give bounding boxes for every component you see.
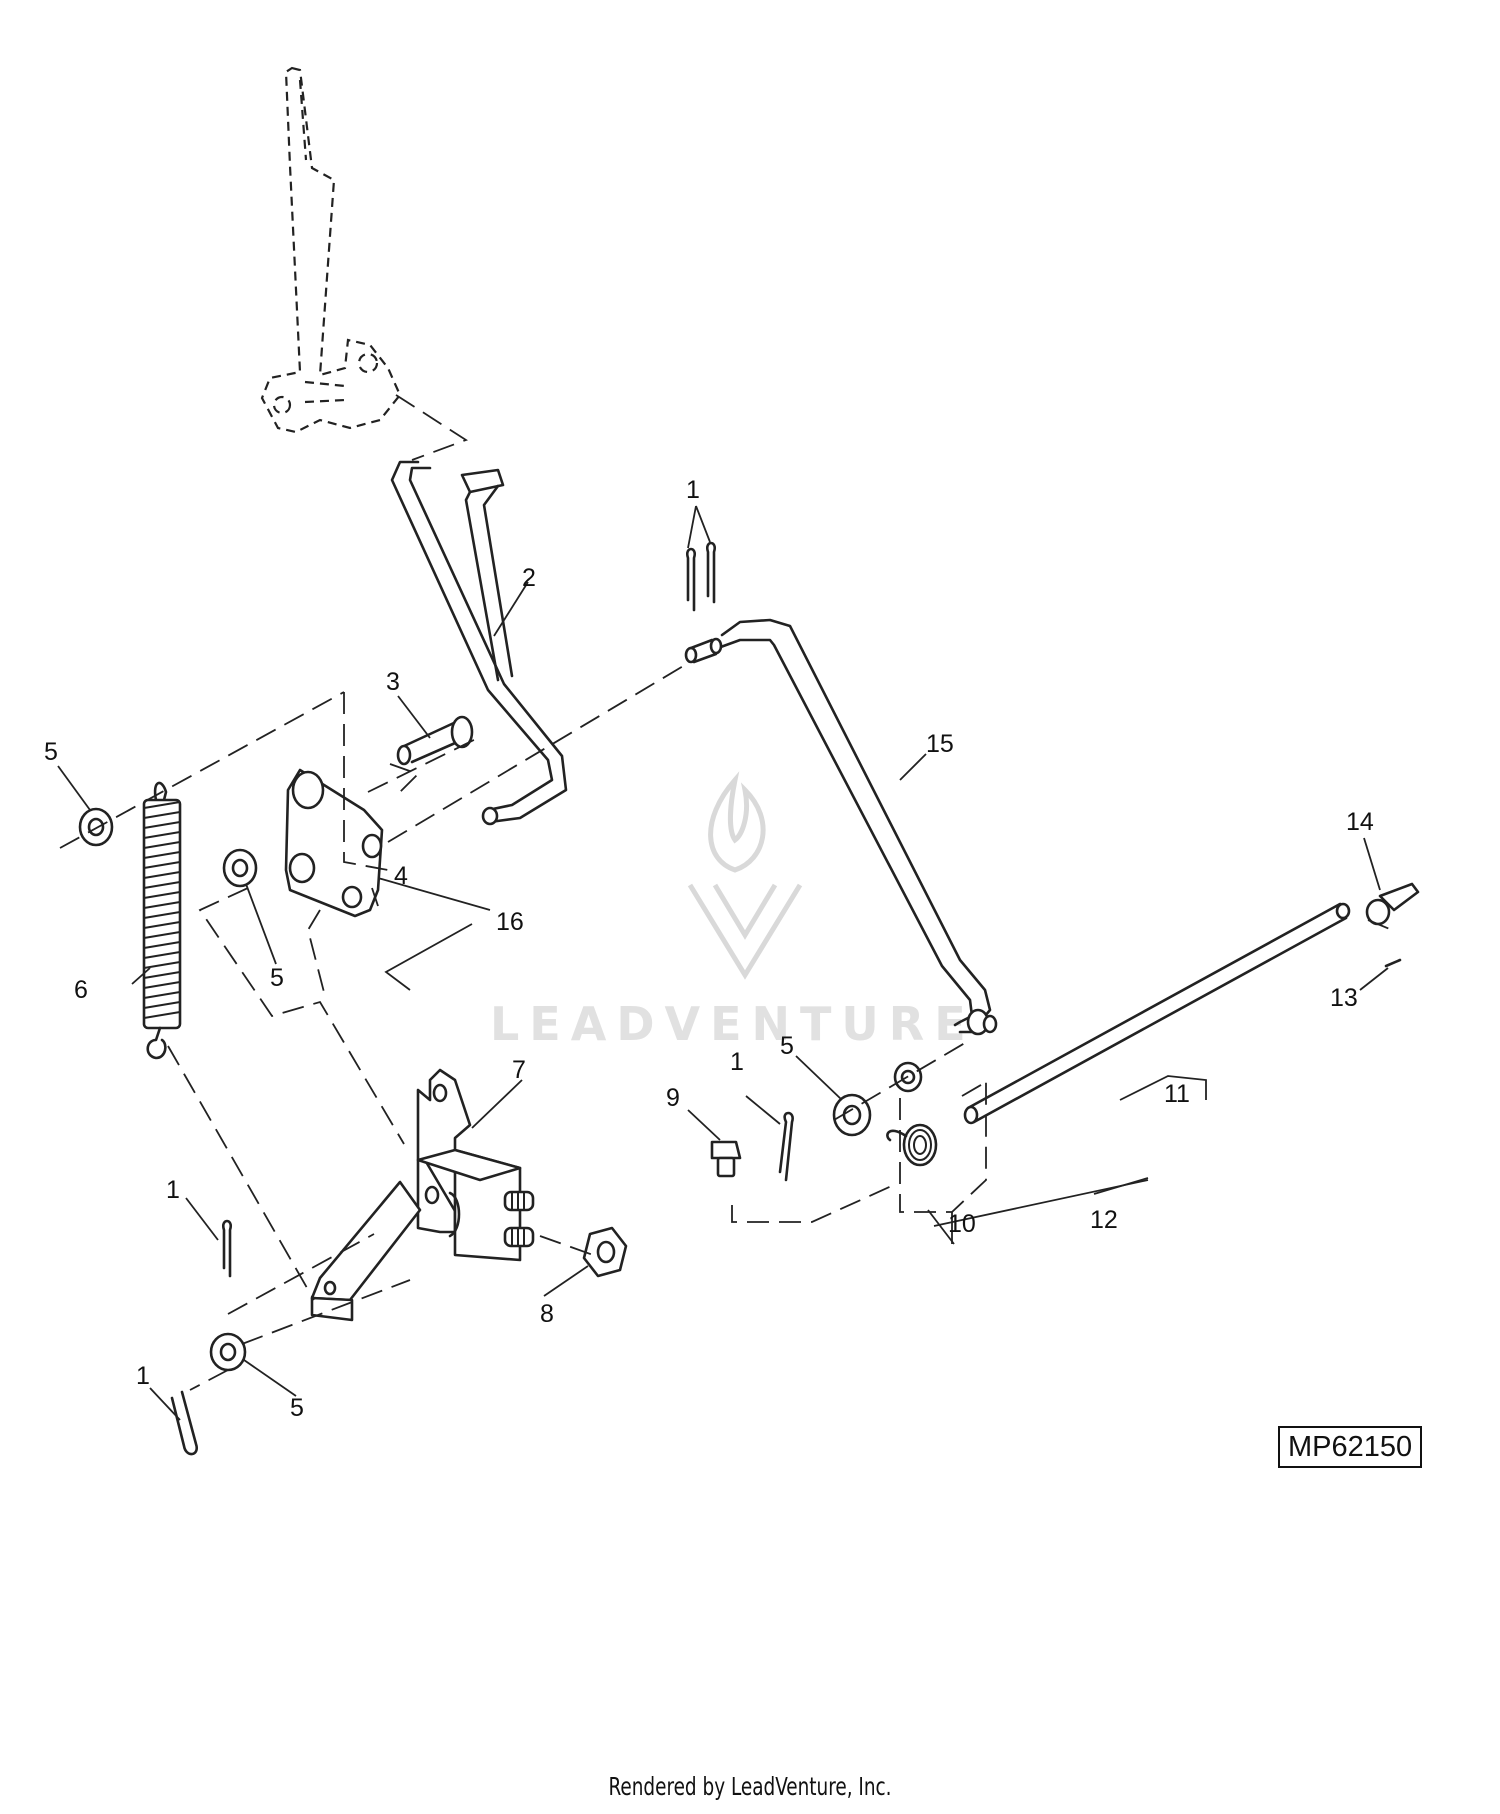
callout-9: 9 bbox=[666, 1084, 680, 1112]
callout-3: 3 bbox=[386, 668, 400, 696]
callout-1-right: 1 bbox=[730, 1048, 744, 1076]
roll-pin bbox=[1384, 958, 1402, 968]
bell-crank-plate bbox=[284, 768, 384, 918]
callout-15: 15 bbox=[926, 730, 954, 758]
washer-middle-left bbox=[222, 848, 258, 888]
extension-spring bbox=[142, 781, 182, 1060]
callout-13: 13 bbox=[1330, 984, 1358, 1012]
callout-5-right: 5 bbox=[780, 1032, 794, 1060]
footer-credit: Rendered by LeadVenture, Inc. bbox=[608, 1772, 892, 1801]
cross-shaft bbox=[963, 902, 1351, 1125]
torsion-spring bbox=[886, 1123, 938, 1167]
washer-upper-left bbox=[78, 807, 114, 847]
callout-7: 7 bbox=[512, 1056, 526, 1084]
mounting-bracket bbox=[310, 1068, 535, 1322]
callout-5-lower-left: 5 bbox=[290, 1394, 304, 1422]
leader-lines bbox=[57, 505, 1389, 1421]
washer-right bbox=[832, 1093, 872, 1137]
callout-10: 10 bbox=[948, 1210, 976, 1238]
cotter-pin-right bbox=[778, 1111, 794, 1182]
callout-12: 12 bbox=[1090, 1206, 1118, 1234]
callout-4: 4 bbox=[394, 862, 408, 890]
hex-nut bbox=[582, 1226, 628, 1278]
callout-5-upper-left: 5 bbox=[44, 738, 58, 766]
callout-16: 16 bbox=[496, 908, 524, 936]
assembly-lines bbox=[59, 394, 1393, 1391]
callout-1-top: 1 bbox=[686, 476, 700, 504]
cotter-pin-left-middle bbox=[221, 1219, 233, 1278]
callout-14: 14 bbox=[1346, 808, 1374, 836]
watermark-text: LEADVENTURE bbox=[490, 997, 976, 1051]
callout-11: 11 bbox=[1164, 1080, 1190, 1108]
callouts: 1 1 1 1 2 3 4 5 5 5 5 6 7 8 9 10 11 12 1… bbox=[44, 476, 1374, 1422]
clevis-pin bbox=[396, 715, 474, 766]
callout-6: 6 bbox=[74, 976, 88, 1004]
diagram-reference-number: MP62150 bbox=[1278, 1426, 1423, 1468]
callout-8: 8 bbox=[540, 1300, 554, 1328]
draft-rod bbox=[684, 618, 998, 1036]
lift-link-rod bbox=[390, 460, 568, 826]
hex-bolt bbox=[710, 1140, 742, 1178]
cotter-pin-top-pair bbox=[685, 541, 717, 612]
cotter-pin-left-bottom bbox=[170, 1390, 198, 1456]
retainer-clip bbox=[1365, 882, 1420, 926]
washer-lower-left bbox=[209, 1332, 247, 1372]
callout-1-left-middle: 1 bbox=[166, 1176, 180, 1204]
leadventure-watermark: LEADVENTURE bbox=[490, 771, 976, 1051]
callout-1-left-bottom: 1 bbox=[136, 1362, 150, 1390]
lift-lever-ghost bbox=[260, 66, 402, 434]
callout-5-middle-left: 5 bbox=[270, 964, 284, 992]
callout-2: 2 bbox=[522, 564, 536, 592]
